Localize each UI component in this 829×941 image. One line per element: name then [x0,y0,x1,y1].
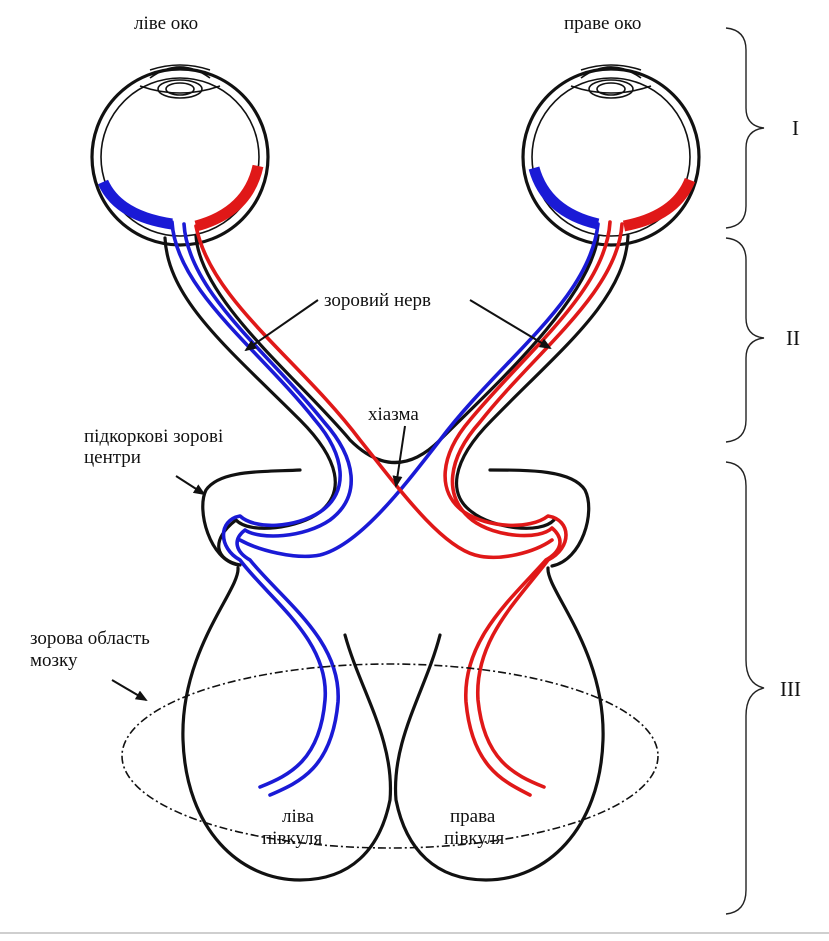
left-eye-temporal-retina [196,166,258,226]
label-visual-area-2: мозку [30,650,78,671]
bracket-iii [726,462,764,914]
label-right-eye: праве око [564,13,641,34]
chiasm-arrow [396,426,405,486]
subcortical-arrow [176,476,204,494]
left-eye [92,65,268,245]
label-left-hemisphere-2: півкуля [262,828,323,849]
left-eye-nasal-retina [103,182,172,224]
section-label-iii: III [780,677,801,701]
optic-nerve-arrow-right [470,300,550,348]
label-chiasm: хіазма [368,404,419,425]
section-label-i: I [792,116,799,140]
label-left-hemisphere-1: ліва [282,806,314,827]
section-label-ii: II [786,326,800,350]
label-optic-nerve: зоровий нерв [324,290,431,311]
bracket-i [726,28,764,228]
hemispheres [122,568,658,880]
label-subcortical-1: підкоркові зорові [84,426,223,447]
label-right-hemisphere-1: права [450,806,496,827]
label-visual-area-1: зорова область [30,628,150,649]
label-left-eye: ліве око [134,13,198,34]
label-subcortical-2: центри [84,447,141,468]
label-right-hemisphere-2: півкуля [444,828,505,849]
right-eye [523,65,699,245]
section-brackets [726,28,764,914]
bracket-ii [726,238,764,442]
visual-area-arrow [112,680,146,700]
right-eye-nasal-retina [624,180,690,226]
